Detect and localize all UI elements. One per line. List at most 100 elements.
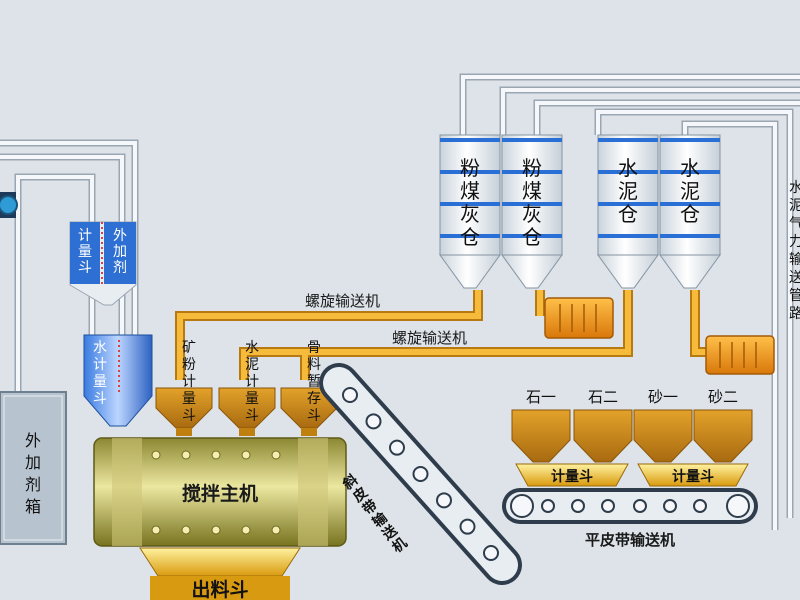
flat-belt-label: 平皮带输送机: [585, 531, 675, 549]
mixer: [93, 437, 347, 547]
aggregate-metering-hopper-1: 计量斗: [515, 463, 629, 487]
aggregate-bin-label: 石二: [588, 390, 618, 406]
inclined-belt-conveyor: [319, 363, 522, 585]
belt-roller: [365, 413, 382, 430]
silo-label-char: 泥: [618, 180, 638, 203]
water-metering-label-char: 斗: [93, 391, 107, 407]
belt-roller: [436, 492, 452, 509]
weigh-hopper-label-char: 计: [182, 374, 196, 390]
aggregate-bin-label: 砂一: [648, 389, 678, 406]
additive-metering-unit: [69, 221, 137, 306]
silo-label-char: 水: [680, 157, 700, 180]
pneumatic-pipe-label-char: 水: [789, 180, 800, 196]
silo-label-char: 粉: [460, 157, 480, 180]
aggregate-bin-2: 石二: [573, 390, 633, 463]
weigh-hopper-label-char: 水: [245, 340, 259, 356]
pneumatic-pipe-label-char: 送: [789, 270, 800, 286]
discharge-hopper-label: 出料斗: [191, 578, 248, 600]
silo-label-char: 泥: [680, 180, 700, 203]
screw-conveyor-label-2: 螺旋输送机: [392, 329, 467, 347]
additive-agent-label: 外加剂: [113, 228, 127, 276]
silo-4: 水泥仓: [659, 134, 721, 289]
motor-icon: [705, 335, 775, 375]
weigh-hopper-label-char: 斗: [182, 409, 196, 424]
belt-roller: [663, 499, 677, 513]
silo-label-char: 煤: [460, 180, 480, 203]
silo-label-char: 仓: [522, 226, 542, 249]
weigh-hopper-label-char: 斗: [307, 409, 321, 424]
labels: 螺旋输送机 螺旋输送机 平皮带输送机 搅拌主机 出料斗: [182, 292, 675, 600]
silo-label-char: 仓: [680, 203, 700, 226]
water-metering-label-char: 水: [93, 340, 107, 356]
discharge-hopper: [139, 547, 301, 600]
flat-belt-rollers: [510, 494, 750, 518]
pneumatic-pipe-label-char: 气: [789, 216, 800, 232]
additive-tank-label-char: 外: [25, 431, 41, 450]
silo-label-char: 仓: [460, 226, 480, 249]
additive-tank-label-char: 剂: [25, 475, 41, 494]
additive-tank-label-char: 加: [25, 453, 41, 472]
aggregate-bin-label: 石一: [526, 390, 556, 406]
water-metering-label-char: 计: [93, 357, 107, 373]
silo-label: 水泥仓: [680, 157, 700, 226]
pneumatic-pipe-label-char: 管: [789, 288, 800, 304]
belt-roller: [389, 439, 405, 456]
belt-roller: [342, 387, 358, 403]
belt-roller: [633, 499, 647, 513]
water-metering-label-char: 量: [93, 374, 107, 390]
weigh-hopper-label-char: 量: [245, 391, 259, 407]
silo-label-char: 水: [618, 157, 638, 180]
additive-tank: [0, 391, 67, 545]
pneumatic-pipe-label-char: 力: [789, 234, 800, 250]
aggregate-bin-3: 砂一: [633, 389, 693, 463]
aggregate-bin-4: 砂二: [693, 389, 753, 463]
belt-roller: [693, 499, 707, 513]
additive-agent-label-char: 外: [113, 228, 127, 244]
aggregate-bins: 石一石二砂一砂二计量斗计量斗: [511, 389, 753, 487]
weigh-hopper-label-char: 粉: [182, 357, 196, 373]
aggregate-metering-hopper-2: 计量斗: [637, 463, 749, 487]
belt-roller: [571, 499, 585, 513]
weigh-hopper-label-char: 量: [182, 391, 196, 407]
silo-label-char: 灰: [522, 203, 542, 226]
belt-roller: [541, 499, 555, 513]
additive-agent-label-char: 剂: [113, 260, 127, 276]
belt-roller: [510, 494, 534, 518]
belt-roller: [601, 499, 615, 513]
belt-roller: [483, 545, 499, 561]
screw-conveyor-pipes: [175, 290, 706, 380]
silo-label-char: 灰: [460, 203, 480, 226]
weigh-hopper-label-char: 骨: [307, 340, 321, 356]
pneumatic-pipe-label-char: 路: [789, 306, 800, 322]
weigh-hopper-label-char: 暂: [307, 374, 321, 390]
pneumatic-pipes: [459, 73, 800, 530]
silo-3: 水泥仓: [597, 134, 659, 289]
motor-icon: [544, 297, 614, 339]
pneumatic-pipe-label-char: 泥: [789, 198, 800, 214]
weigh-hopper-label-char: 料: [307, 357, 321, 373]
silo-label-char: 仓: [618, 203, 638, 226]
belt-roller: [726, 494, 750, 518]
mixer-label: 搅拌主机: [182, 482, 258, 505]
additive-agent-label-char: 加: [113, 244, 127, 260]
additive-metering-label: 计量斗: [78, 228, 92, 276]
screw-conveyor-label-1: 螺旋输送机: [305, 292, 380, 310]
additive-metering-label-char: 计: [78, 228, 92, 244]
silo-label-char: 粉: [522, 157, 542, 180]
